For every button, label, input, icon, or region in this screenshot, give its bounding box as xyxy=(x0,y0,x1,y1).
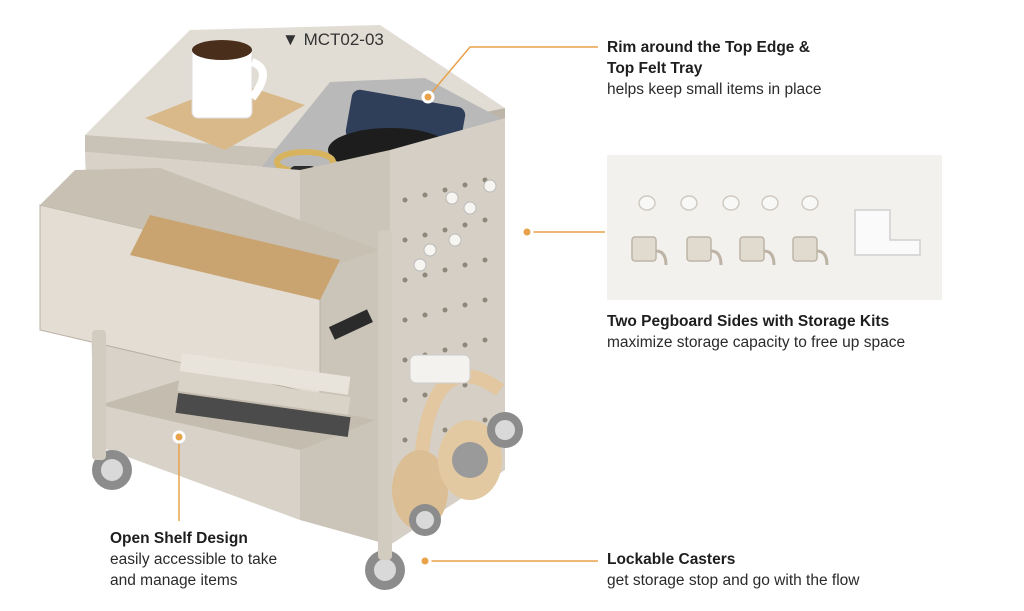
callout-rim-dot xyxy=(421,90,435,104)
feature-rim-title-line1: Rim around the Top Edge & xyxy=(607,39,810,56)
holder-icon xyxy=(854,209,921,256)
mug xyxy=(191,40,267,119)
bottom-shelf xyxy=(100,353,375,450)
cart-illustration xyxy=(39,25,523,590)
feature-casters-desc: get storage stop and go with the flow xyxy=(607,572,860,589)
callout-casters-dot xyxy=(418,554,432,568)
peg-icon xyxy=(722,195,740,211)
feature-shelf-desc-line2: and manage items xyxy=(110,572,238,589)
model-marker-icon: ▼ xyxy=(282,30,299,49)
hook-icon xyxy=(631,236,657,262)
feature-rim-desc: helps keep small items in place xyxy=(607,81,822,98)
peg-icon xyxy=(801,195,819,211)
feature-pegboard-desc: maximize storage capacity to free up spa… xyxy=(607,334,906,351)
feature-shelf-title: Open Shelf Design xyxy=(110,530,248,547)
storage-kit-panel xyxy=(607,155,942,300)
model-number: MCT02-03 xyxy=(303,30,384,49)
feature-pegboard: Two Pegboard Sides with Storage Kits max… xyxy=(607,311,905,353)
feature-rim-title-line2: Top Felt Tray xyxy=(607,60,703,77)
feature-pegboard-title: Two Pegboard Sides with Storage Kits xyxy=(607,313,890,330)
feature-shelf-desc-line1: easily accessible to take xyxy=(110,551,278,568)
peg-icon xyxy=(680,195,698,211)
callout-rim-line xyxy=(427,46,598,98)
model-label: ▼ MCT02-03 xyxy=(282,30,384,50)
hook-icon xyxy=(686,236,712,262)
hook-icon xyxy=(739,236,765,262)
storage-kit-icon xyxy=(631,195,921,266)
casters xyxy=(92,412,523,590)
hook-icon xyxy=(792,236,818,262)
callout-pegboard-dot xyxy=(520,225,534,239)
callout-shelf-dot xyxy=(172,430,186,444)
peg-icon xyxy=(638,195,656,211)
feature-shelf: Open Shelf Design easily accessible to t… xyxy=(110,528,277,591)
feature-casters: Lockable Casters get storage stop and go… xyxy=(607,549,859,591)
drawer xyxy=(39,168,380,396)
feature-rim: Rim around the Top Edge & Top Felt Tray … xyxy=(607,37,822,100)
feature-casters-title: Lockable Casters xyxy=(607,551,736,568)
peg-icon xyxy=(761,195,779,211)
